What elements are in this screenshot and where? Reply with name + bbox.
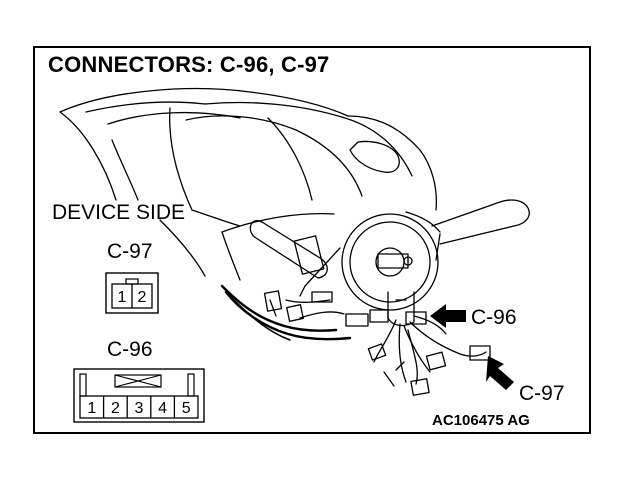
c96-pin-3: 3 — [135, 400, 144, 417]
c96-pin-1: 1 — [87, 400, 96, 417]
c96-connector-label: C-96 — [107, 338, 153, 361]
c96-connector-face: 1 2 3 4 5 — [73, 368, 205, 423]
c97-callout-label: C-97 — [519, 382, 565, 405]
device-side-label: DEVICE SIDE — [52, 201, 186, 224]
c96-pin-4: 4 — [158, 400, 167, 417]
c97-connector-face: 1 2 — [105, 272, 159, 314]
c97-connector-label: C-97 — [107, 240, 153, 263]
c96-pin-5: 5 — [182, 400, 191, 417]
figure-reference: AC106475 AG — [432, 412, 530, 429]
c97-pin-1: 1 — [118, 289, 127, 306]
c97-pin-2: 2 — [138, 289, 147, 306]
diagram-title: CONNECTORS: C-96, C-97 — [48, 52, 330, 77]
c96-pin-2: 2 — [111, 400, 120, 417]
c96-callout-label: C-96 — [471, 306, 517, 329]
